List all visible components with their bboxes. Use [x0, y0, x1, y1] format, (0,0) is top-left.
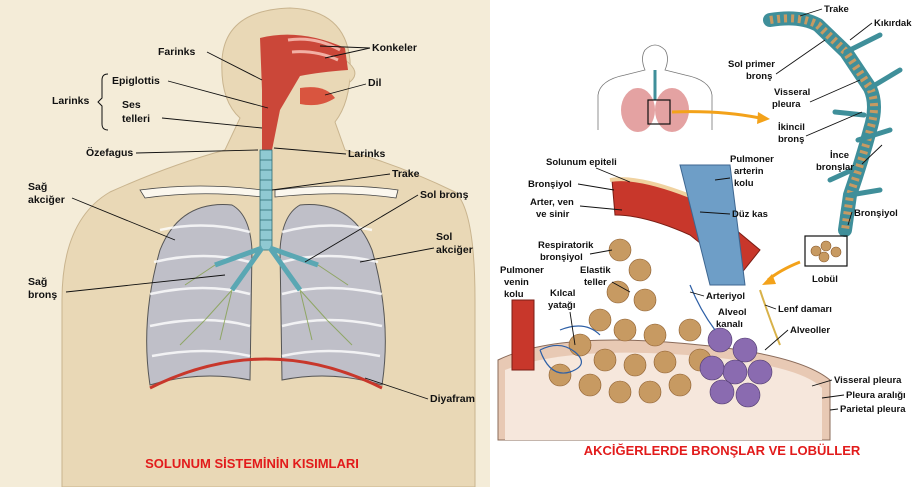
label-larinks: Larinks	[348, 148, 386, 160]
label-lenf: Lenf damarı	[778, 304, 832, 315]
label-alveol-1: Alveol	[718, 307, 747, 318]
label-arter-ven-1: Arter, ven	[530, 197, 574, 208]
label-pulmoner-venin-3: kolu	[504, 289, 524, 300]
label-diyafram: Diyafram	[430, 393, 475, 405]
left-panel: Farinks Konkeler Dil Epiglottis Larinks …	[0, 0, 490, 487]
label-larinks-group: Larinks	[52, 95, 90, 107]
label-bronsiyol: Bronşiyol	[528, 179, 572, 190]
label-ikincil-brons: bronş	[778, 134, 804, 145]
label-alveol-2: kanalı	[716, 319, 743, 330]
label-pleura-araligi: Pleura aralığı	[846, 390, 906, 401]
label-sol-primer-brons: bronş	[746, 71, 772, 82]
label-pulmoner-arterin-1: Pulmoner	[730, 154, 774, 165]
label-kilcal-2: yatağı	[548, 300, 575, 311]
label-visseral: Visseral	[774, 87, 810, 98]
label-sag: Sağ	[28, 181, 47, 193]
label-sag-2: Sağ	[28, 276, 47, 288]
label-arter-ven-2: ve sinir	[536, 209, 570, 220]
label-pulmoner-venin-1: Pulmoner	[500, 265, 544, 276]
label-parietal-pleura: Parietal pleura	[840, 404, 906, 415]
label-ince: İnce	[830, 150, 849, 161]
label-elastik-2: teller	[584, 277, 607, 288]
label-sol-akciger: akciğer	[436, 244, 473, 256]
label-visseral-pleura: pleura	[772, 99, 801, 110]
label-dil: Dil	[368, 77, 382, 89]
label-duz-kas: Düz kas	[732, 209, 768, 220]
label-respiratorik-2: bronşiyol	[540, 252, 583, 263]
inset-left-lung	[655, 88, 689, 132]
label-konkeler: Konkeler	[372, 42, 417, 54]
label-ses: Ses	[122, 99, 141, 111]
label-brons: bronş	[28, 289, 57, 301]
label-arteriyol: Arteriyol	[706, 291, 745, 302]
label-pulmoner-arterin-2: arterin	[734, 166, 764, 177]
right-panel: Trake Kıkırdak Sol primer bronş Visseral…	[490, 0, 924, 487]
label-elastik-1: Elastik	[580, 265, 611, 276]
label-sol-brons: Sol bronş	[420, 189, 469, 201]
label-respiratorik-1: Respiratorik	[538, 240, 594, 251]
label-akciger: akciğer	[28, 194, 65, 206]
label-alveoller: Alveoller	[790, 325, 830, 336]
label-bronslar: bronşlar	[816, 162, 854, 173]
pulmonary-vein-branch	[512, 300, 534, 370]
label-bronsiyol-top: Bronşiyol	[854, 208, 898, 219]
label-telleri: telleri	[122, 113, 150, 125]
left-panel-title: SOLUNUM SİSTEMİNİN KISIMLARI	[145, 456, 359, 471]
label-trake: Trake	[392, 168, 420, 180]
label-kilcal-1: Kılcal	[550, 288, 575, 299]
label-trake-r: Trake	[824, 4, 849, 15]
label-epiglottis: Epiglottis	[112, 75, 160, 87]
label-ozefagus: Özefagus	[86, 146, 133, 159]
label-ikincil: İkincil	[778, 122, 805, 133]
label-pulmoner-venin-2: venin	[504, 277, 529, 288]
label-solunum-epiteli: Solunum epiteli	[546, 157, 617, 168]
right-panel-title: AKCİĞERLERDE BRONŞLAR VE LOBÜLLER	[584, 443, 861, 458]
label-kikirdak: Kıkırdak	[874, 18, 912, 29]
label-farinks: Farinks	[158, 46, 196, 58]
label-pulmoner-arterin-3: kolu	[734, 178, 754, 189]
label-sol-primer: Sol primer	[728, 59, 775, 70]
label-visseral-pleura-bottom: Visseral pleura	[834, 375, 902, 386]
label-lobul: Lobül	[812, 274, 838, 285]
inset-right-lung	[621, 88, 655, 132]
label-sol: Sol	[436, 231, 452, 243]
